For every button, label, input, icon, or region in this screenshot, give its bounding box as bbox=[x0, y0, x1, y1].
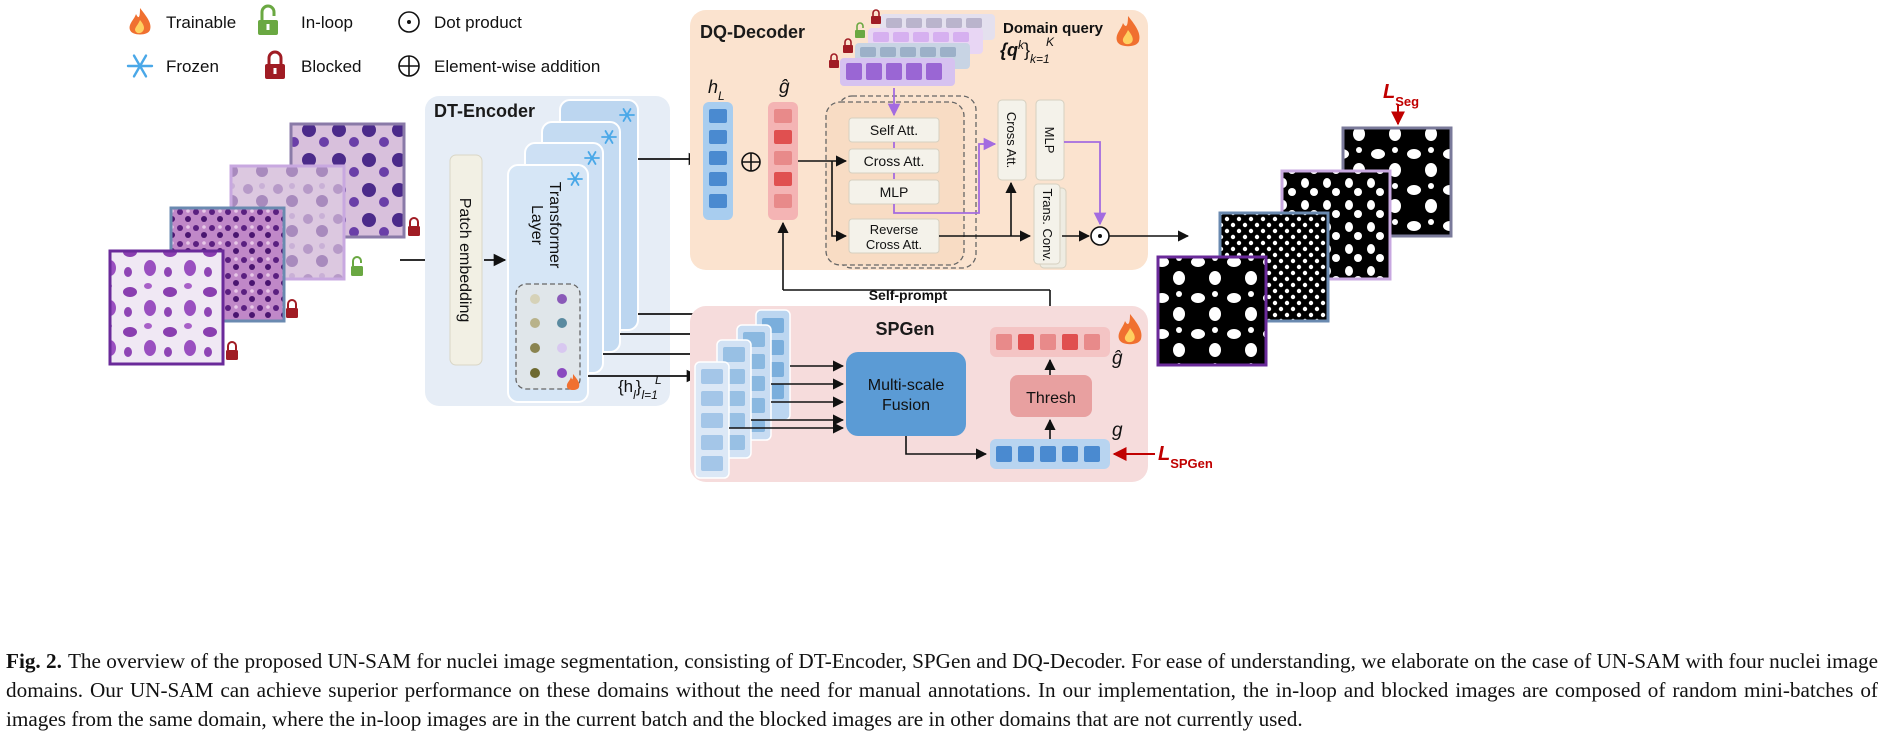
spgen: SPGen Multi-scale Fusion bbox=[690, 306, 1148, 482]
legend-frozen: Frozen bbox=[166, 57, 219, 76]
decoder-block-stack-back bbox=[837, 95, 977, 269]
un-sam-architecture-diagram: Trainable In-loop Dot product Frozen Blo… bbox=[108, 4, 1453, 482]
g-hat-cells bbox=[774, 109, 792, 208]
domain-query-stack bbox=[829, 9, 995, 86]
figure-caption: Fig. 2.The overview of the proposed UN-S… bbox=[6, 647, 1878, 734]
decoder-arrows bbox=[777, 155, 1190, 330]
legend-in-loop: In-loop bbox=[301, 13, 353, 32]
fire-icon bbox=[566, 374, 580, 390]
hidden-states-label: {hl}l=1 bbox=[618, 377, 658, 402]
fusion-input-arrows bbox=[729, 360, 845, 434]
fire-icon bbox=[1116, 16, 1140, 47]
dot-product-icon bbox=[398, 11, 420, 33]
legend-blocked: Blocked bbox=[301, 57, 361, 76]
thresh-block bbox=[1010, 375, 1092, 417]
domain-query-upper: K bbox=[1046, 35, 1055, 49]
g-label: g bbox=[1112, 420, 1123, 441]
cross-att-vertical-label: Cross Att. bbox=[1004, 112, 1019, 168]
closed-lock-icon bbox=[871, 9, 881, 24]
snowflake-icon bbox=[601, 130, 617, 144]
output-mask-domain-1 bbox=[1156, 255, 1268, 367]
multi-scale-fusion-label-line1: Multi-scale bbox=[868, 377, 945, 394]
domain-query-math: {qk}k=1 bbox=[1000, 38, 1050, 66]
reverse-cross-att-label-line2: Cross Att. bbox=[866, 237, 922, 252]
legend-trainable: Trainable bbox=[166, 13, 236, 32]
adapter-dots bbox=[530, 294, 567, 378]
fusion-to-g-arrow bbox=[905, 436, 988, 460]
figure-label: Fig. 2. bbox=[6, 649, 62, 674]
reverse-cross-att-label-line1: Reverse bbox=[870, 222, 918, 237]
self-att-label: Self Att. bbox=[870, 122, 918, 138]
self-prompt-label: Self-prompt bbox=[869, 287, 948, 303]
dt-encoder: DT-Encoder Patch embedding Transformer L… bbox=[425, 96, 670, 406]
g-hat-label: ĝ bbox=[779, 77, 790, 98]
thresh-label: Thresh bbox=[1026, 390, 1076, 407]
input-image-stack bbox=[108, 122, 420, 366]
closed-lock-icon bbox=[226, 341, 238, 360]
domain-adapter-box bbox=[515, 283, 581, 390]
transformer-layer-label-line1: Transformer bbox=[546, 182, 563, 269]
domain-query-label: Domain query bbox=[1003, 20, 1104, 37]
loss-spgen-label: LSPGen bbox=[1158, 443, 1213, 471]
patch-embedding-block bbox=[449, 154, 483, 366]
legend: Trainable In-loop Dot product Frozen Blo… bbox=[126, 4, 600, 79]
output-mask-stack bbox=[1156, 126, 1453, 367]
closed-lock-icon bbox=[265, 50, 285, 79]
multi-scale-fusion-block bbox=[846, 352, 966, 436]
figure-caption-text: The overview of the proposed UN-SAM for … bbox=[6, 649, 1878, 732]
closed-lock-icon bbox=[286, 299, 298, 318]
open-lock-icon bbox=[258, 4, 278, 35]
multi-scale-feature-stack bbox=[694, 309, 791, 479]
addition-operator bbox=[741, 152, 761, 172]
trans-conv-block bbox=[1033, 183, 1061, 265]
closed-lock-icon bbox=[408, 217, 420, 236]
legend-element-wise-addition: Element-wise addition bbox=[434, 57, 600, 76]
patch-embedding-label: Patch embedding bbox=[456, 198, 473, 323]
mlp-vertical-block bbox=[1035, 99, 1065, 181]
spgen-title: SPGen bbox=[875, 319, 934, 339]
closed-lock-icon bbox=[843, 38, 853, 53]
closed-lock-icon bbox=[829, 53, 839, 68]
snowflake-icon bbox=[619, 108, 635, 122]
g-hat-spgen-label: ĝ bbox=[1112, 348, 1123, 369]
loss-seg-label: LSeg bbox=[1383, 81, 1419, 109]
legend-dot-product: Dot product bbox=[434, 13, 522, 32]
trans-conv-label: Trans. Conv. bbox=[1040, 189, 1055, 262]
cross-att-vertical-block bbox=[997, 99, 1027, 181]
output-mask-domain-3 bbox=[1280, 169, 1392, 281]
transformer-layer-label-line2: Layer bbox=[528, 205, 545, 246]
g-hat-horizontal-cells bbox=[996, 334, 1100, 350]
h-l-cells bbox=[709, 109, 727, 208]
dq-decoder: DQ-Decoder bbox=[690, 9, 1190, 330]
mlp-vertical-label: MLP bbox=[1042, 127, 1057, 154]
fire-icon bbox=[129, 8, 151, 35]
snowflake-icon bbox=[584, 151, 600, 165]
open-lock-icon bbox=[855, 22, 865, 38]
h-l-label: hL bbox=[708, 77, 725, 103]
snowflake-icon bbox=[126, 54, 154, 78]
dot-product-operator bbox=[1090, 226, 1110, 246]
query-arrows bbox=[887, 88, 1107, 226]
dt-encoder-title: DT-Encoder bbox=[434, 101, 535, 121]
open-lock-icon bbox=[351, 256, 363, 276]
input-image-domain-1 bbox=[108, 249, 225, 366]
cross-att-label: Cross Att. bbox=[864, 153, 925, 169]
element-wise-addition-icon bbox=[398, 55, 420, 77]
mlp-label: MLP bbox=[880, 184, 909, 200]
multi-scale-fusion-label-line2: Fusion bbox=[882, 397, 930, 414]
g-cells bbox=[996, 446, 1100, 462]
hidden-states-upper: L bbox=[655, 373, 662, 387]
snowflake-icon bbox=[567, 172, 583, 186]
fire-icon bbox=[1118, 314, 1142, 345]
dq-decoder-title: DQ-Decoder bbox=[700, 22, 805, 42]
